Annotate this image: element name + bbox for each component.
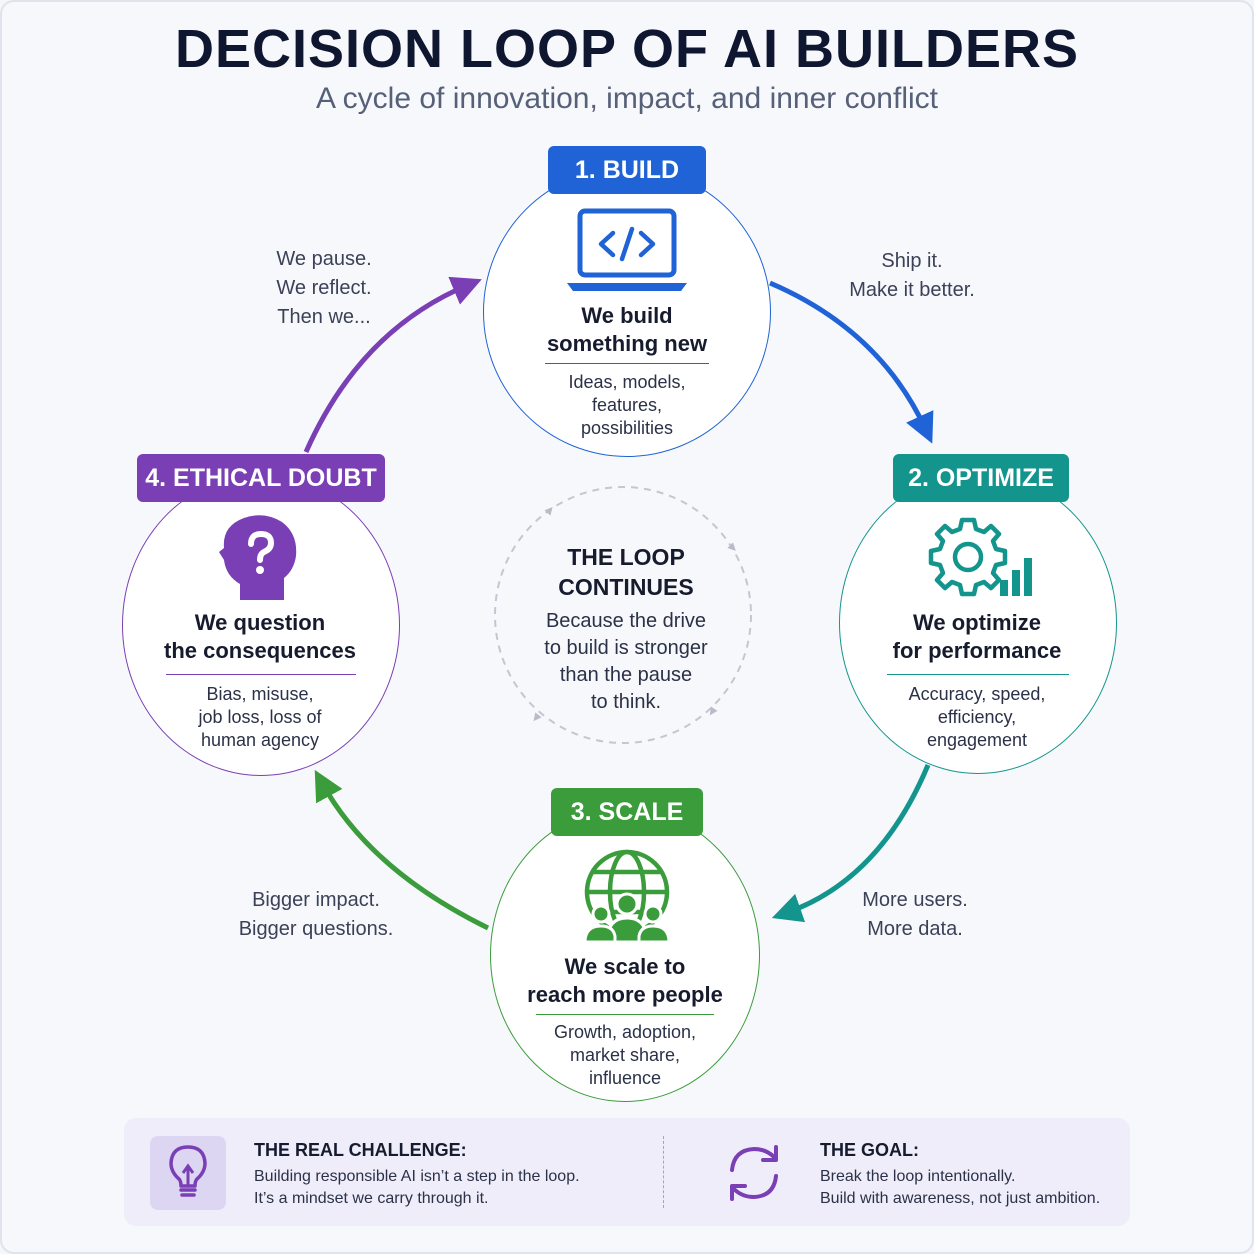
optimize-badge: 2. OPTIMIZE	[893, 454, 1069, 502]
laptop-code-icon	[563, 205, 691, 300]
note-build-to-optimize: Ship it. Make it better.	[849, 250, 975, 301]
optimize-divider	[887, 674, 1069, 675]
doubt-title: We question the consequences	[164, 610, 356, 663]
note-optimize-to-scale: More users. More data.	[862, 889, 968, 940]
page-title: DECISION LOOP OF AI BUILDERS	[174, 19, 1080, 79]
optimize-title: We optimize for performance	[892, 610, 1062, 663]
optimize-node	[839, 472, 1117, 774]
build-node	[483, 167, 771, 457]
footer-divider	[663, 1136, 664, 1208]
arrow-doubt-to-build	[303, 276, 482, 454]
challenge-text: Building responsible AI isn’t a step in …	[254, 1168, 580, 1207]
footer-panel	[124, 1118, 1130, 1226]
doubt-divider	[166, 674, 356, 675]
inner-loop-circle	[494, 486, 752, 744]
arrow-build-to-optimize	[769, 280, 934, 444]
build-description: Ideas, models, features, possibilities	[568, 372, 686, 438]
loop-center-description: Because the drive to build is stronger t…	[544, 610, 708, 713]
scale-badge: 3. SCALE	[551, 788, 703, 836]
goal-text: Break the loop intentionally. Build with…	[820, 1168, 1101, 1207]
globe-people-icon	[577, 848, 677, 949]
build-divider	[545, 363, 709, 364]
note-doubt-to-build: We pause. We reflect. Then we...	[276, 248, 372, 328]
build-title: We build something new	[546, 303, 708, 356]
challenge-heading: THE REAL CHALLENGE:	[254, 1140, 467, 1160]
loop-center-title: THE LOOP CONTINUES	[558, 544, 694, 600]
goal-heading: THE GOAL:	[820, 1140, 919, 1160]
build-badge: 1. BUILD	[548, 146, 706, 194]
scale-divider	[536, 1014, 714, 1015]
optimize-description: Accuracy, speed, efficiency, engagement	[908, 684, 1046, 750]
scale-title: We scale to reach more people	[527, 954, 723, 1007]
note-scale-to-doubt: Bigger impact. Bigger questions.	[238, 889, 394, 940]
arrow-scale-to-doubt	[314, 769, 490, 931]
doubt-description: Bias, misuse, job loss, loss of human ag…	[198, 684, 322, 750]
scale-node	[490, 808, 760, 1102]
doubt-badge: 4. ETHICAL DOUBT	[137, 454, 385, 502]
lightbulb-icon	[168, 1144, 208, 1207]
page-subtitle: A cycle of innovation, impact, and inner…	[315, 82, 938, 115]
gear-chart-icon	[928, 516, 1036, 605]
head-question-icon	[218, 514, 300, 607]
loop-arrow-top-left	[544, 506, 553, 516]
scale-description: Growth, adoption, market share, influenc…	[553, 1022, 697, 1088]
arrow-optimize-to-scale	[771, 764, 931, 923]
refresh-cycle-icon	[722, 1142, 786, 1209]
